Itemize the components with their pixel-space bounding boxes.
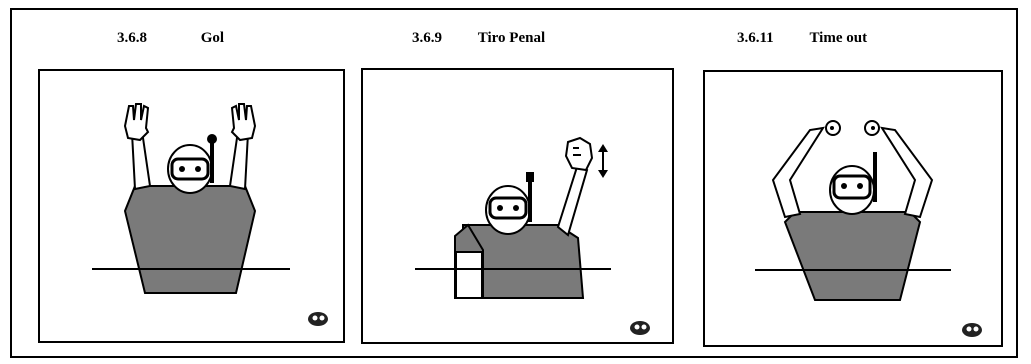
panel-time-out bbox=[703, 70, 1003, 347]
referee-time-out-illustration bbox=[705, 72, 1001, 345]
signal-name: Tiro Penal bbox=[478, 30, 545, 47]
caption-gol: 3.6.8 Gol bbox=[117, 30, 224, 47]
signal-number: 3.6.9 bbox=[412, 30, 442, 47]
caption-time-out: 3.6.11 Time out bbox=[737, 30, 867, 47]
signal-number: 3.6.8 bbox=[117, 30, 147, 47]
signal-number: 3.6.11 bbox=[737, 30, 774, 47]
referee-gol-illustration bbox=[40, 71, 343, 341]
signal-name: Gol bbox=[201, 30, 224, 47]
underwater-logo-icon bbox=[962, 323, 982, 337]
signal-name: Time out bbox=[809, 30, 867, 47]
diver-mask-snorkel-icon bbox=[830, 152, 875, 214]
underwater-logo-icon bbox=[630, 321, 650, 335]
referee-tiro-penal-illustration bbox=[363, 70, 672, 342]
panel-gol bbox=[38, 69, 345, 343]
up-down-arrow-icon bbox=[598, 144, 608, 178]
underwater-logo-icon bbox=[308, 312, 328, 326]
panel-tiro-penal bbox=[361, 68, 674, 344]
caption-tiro-penal: 3.6.9 Tiro Penal bbox=[412, 30, 545, 47]
diver-mask-snorkel-icon bbox=[168, 134, 217, 193]
